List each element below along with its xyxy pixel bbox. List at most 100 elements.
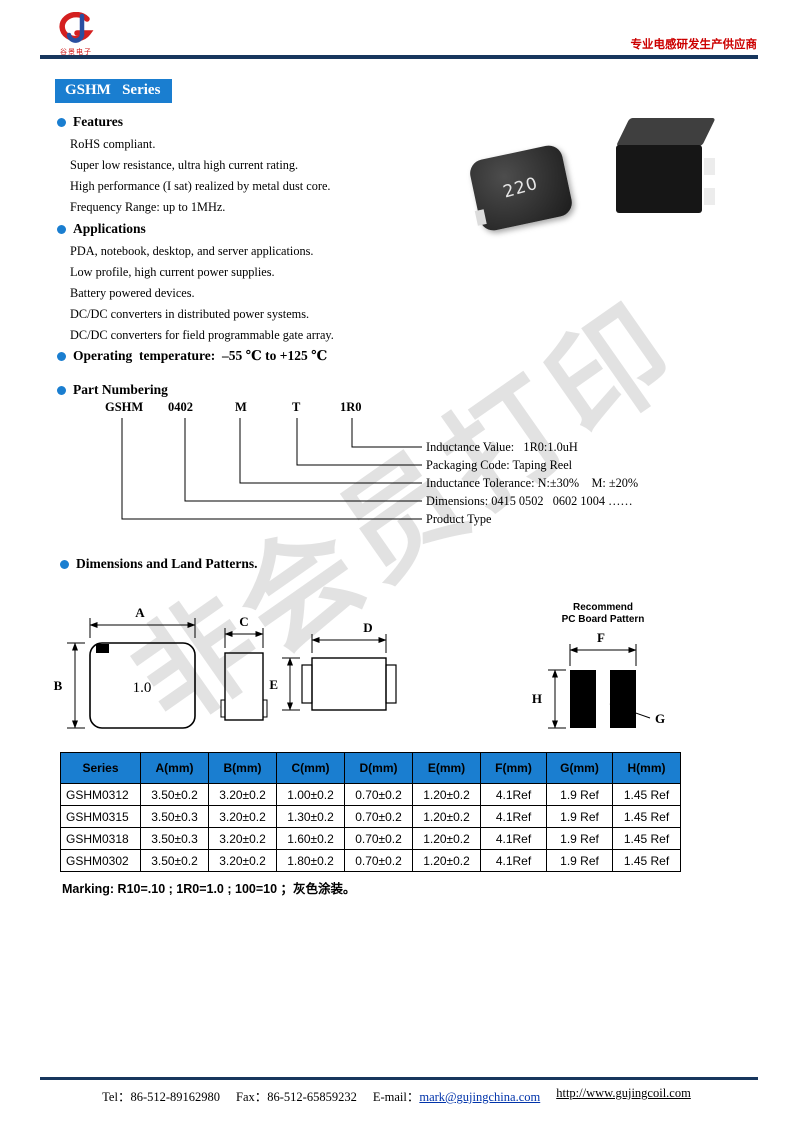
table-row: GSHM0318 3.50±0.3 3.20±0.2 1.60±0.2 0.70… — [60, 827, 681, 850]
inductor-front-face — [616, 145, 702, 213]
dim-label-E: E — [269, 677, 278, 692]
table-cell: 1.20±0.2 — [412, 783, 481, 806]
series-title: GSHM Series — [55, 79, 173, 103]
company-logo: 谷景电子 — [46, 11, 106, 57]
table-cell: GSHM0318 — [60, 827, 141, 850]
annotation-line: Product Type — [426, 512, 492, 526]
list-item: DC/DC converters in distributed power sy… — [70, 307, 310, 321]
column-header: A(mm) — [140, 752, 209, 784]
column-header: Series — [60, 752, 141, 784]
applications-list: PDA, notebook, desktop, and server appli… — [70, 241, 334, 346]
list-item: PDA, notebook, desktop, and server appli… — [70, 244, 314, 258]
list-item: Battery powered devices. — [70, 286, 195, 300]
annotation-line: Dimensions: 0415 0502 0602 1004 …… — [426, 494, 633, 508]
product-photo: 220 — [467, 110, 724, 234]
part-numbering-heading-label: Part Numbering — [73, 382, 168, 397]
table-cell: GSHM0302 — [60, 849, 141, 872]
features-heading-label: Features — [73, 114, 123, 129]
pcb-pad — [610, 670, 636, 728]
part-number-token: GSHM — [105, 400, 144, 414]
table-cell: 4.1Ref — [480, 827, 547, 850]
dim-label-D: D — [363, 620, 372, 635]
table-cell: 0.70±0.2 — [344, 827, 413, 850]
bullet-icon — [57, 117, 66, 127]
table-cell: 1.45 Ref — [612, 783, 681, 806]
part-numbering-connectors — [121, 418, 422, 520]
footer-email-group: E-mail：mark@gujingchina.com — [373, 1086, 540, 1105]
table-cell: 3.20±0.2 — [208, 805, 277, 828]
pcb-pad — [570, 670, 596, 728]
annotation-line: Inductance Value: 1R0:1.0uH — [426, 440, 578, 454]
part-numbering-heading: Part Numbering — [57, 382, 168, 398]
inductor-marking: 220 — [501, 173, 541, 203]
footer-tel: Tel：86-512-89162980 — [102, 1090, 221, 1104]
dim-label-F: F — [597, 630, 605, 645]
table-cell: 1.30±0.2 — [276, 805, 345, 828]
bullet-icon — [57, 351, 66, 361]
dimensions-heading-label: Dimensions and Land Patterns. — [76, 556, 258, 571]
marking-note: Marking: R10=.10 ; 1R0=1.0 ; 100=10 ；灰色涂… — [62, 882, 356, 896]
table-cell: 1.45 Ref — [612, 827, 681, 850]
column-header: B(mm) — [208, 752, 277, 784]
table-cell: 3.50±0.3 — [140, 805, 209, 828]
dim-label-G: G — [655, 711, 665, 726]
dim-label-B: B — [54, 678, 63, 693]
table-cell: 3.20±0.2 — [208, 827, 277, 850]
footer-email-link[interactable]: mark@gujingchina.com — [419, 1090, 541, 1104]
bullet-icon — [57, 385, 66, 395]
list-item: High performance (I sat) realized by met… — [70, 179, 331, 193]
logo-mark-icon — [59, 11, 94, 43]
header-divider — [40, 55, 758, 59]
dim-label-A: A — [135, 605, 145, 620]
annotation-line: Inductance Tolerance: N:±30% M: ±20% — [426, 476, 639, 490]
table-cell: 1.20±0.2 — [412, 805, 481, 828]
table-cell: 1.20±0.2 — [412, 827, 481, 850]
table-row: GSHM0312 3.50±0.2 3.20±0.2 1.00±0.2 0.70… — [60, 783, 681, 806]
footer: Tel：86-512-89162980 Fax：86-512-65859232 … — [0, 1086, 793, 1105]
column-header: G(mm) — [546, 752, 613, 784]
table-cell: 1.80±0.2 — [276, 849, 345, 872]
table-row: GSHM0302 3.50±0.2 3.20±0.2 1.80±0.2 0.70… — [60, 849, 681, 872]
part-number-token: 1R0 — [340, 400, 362, 414]
dimensions-heading: Dimensions and Land Patterns. — [60, 556, 258, 572]
list-item: RoHS compliant. — [70, 137, 156, 151]
list-item: Super low resistance, ultra high current… — [70, 158, 299, 172]
inductor-photo-right — [596, 116, 716, 224]
part-number-token: 0402 — [168, 400, 193, 414]
applications-heading: Applications — [57, 221, 146, 237]
list-item: DC/DC converters for field programmable … — [70, 328, 334, 342]
table-cell: 1.9 Ref — [546, 805, 613, 828]
footer-website-link[interactable]: http://www.gujingcoil.com — [556, 1086, 691, 1100]
dimension-drawings: 1.0 A B C D E Recommend PC Board Pattern — [54, 602, 665, 729]
column-header: E(mm) — [412, 752, 481, 784]
list-item: Low profile, high current power supplies… — [70, 265, 275, 279]
annotation-line: Packaging Code: Taping Reel — [426, 458, 573, 472]
table-cell: 3.50±0.2 — [140, 849, 209, 872]
table-row: GSHM0315 3.50±0.3 3.20±0.2 1.30±0.2 0.70… — [60, 805, 681, 828]
table-cell: 0.70±0.2 — [344, 783, 413, 806]
column-header: F(mm) — [480, 752, 547, 784]
pcb-pattern-title-line1: Recommend — [573, 602, 633, 613]
table-cell: 1.45 Ref — [612, 849, 681, 872]
table-cell: 1.9 Ref — [546, 849, 613, 872]
table-header-row: Series A(mm) B(mm) C(mm) D(mm) E(mm) F(m… — [60, 752, 681, 784]
table-cell: 4.1Ref — [480, 805, 547, 828]
bullet-icon — [60, 559, 69, 569]
table-cell: 4.1Ref — [480, 783, 547, 806]
table-cell: 1.9 Ref — [546, 827, 613, 850]
table-cell: 1.45 Ref — [612, 805, 681, 828]
features-heading: Features — [57, 114, 123, 130]
table-cell: 0.70±0.2 — [344, 849, 413, 872]
dim-label-C: C — [239, 614, 248, 629]
operating-temperature-heading: Operating temperature: –55 ℃ to +125 ℃ — [57, 348, 327, 364]
features-list: RoHS compliant. Super low resistance, ul… — [70, 134, 331, 218]
table-cell: 4.1Ref — [480, 849, 547, 872]
column-header: C(mm) — [276, 752, 345, 784]
dimensions-table: Series A(mm) B(mm) C(mm) D(mm) E(mm) F(m… — [60, 752, 681, 872]
inductor-photo-left: 220 — [467, 143, 575, 233]
table-cell: 3.20±0.2 — [208, 849, 277, 872]
table-cell: GSHM0315 — [60, 805, 141, 828]
pcb-pattern-title-line2: PC Board Pattern — [562, 614, 645, 625]
inductor-terminal — [704, 158, 715, 175]
